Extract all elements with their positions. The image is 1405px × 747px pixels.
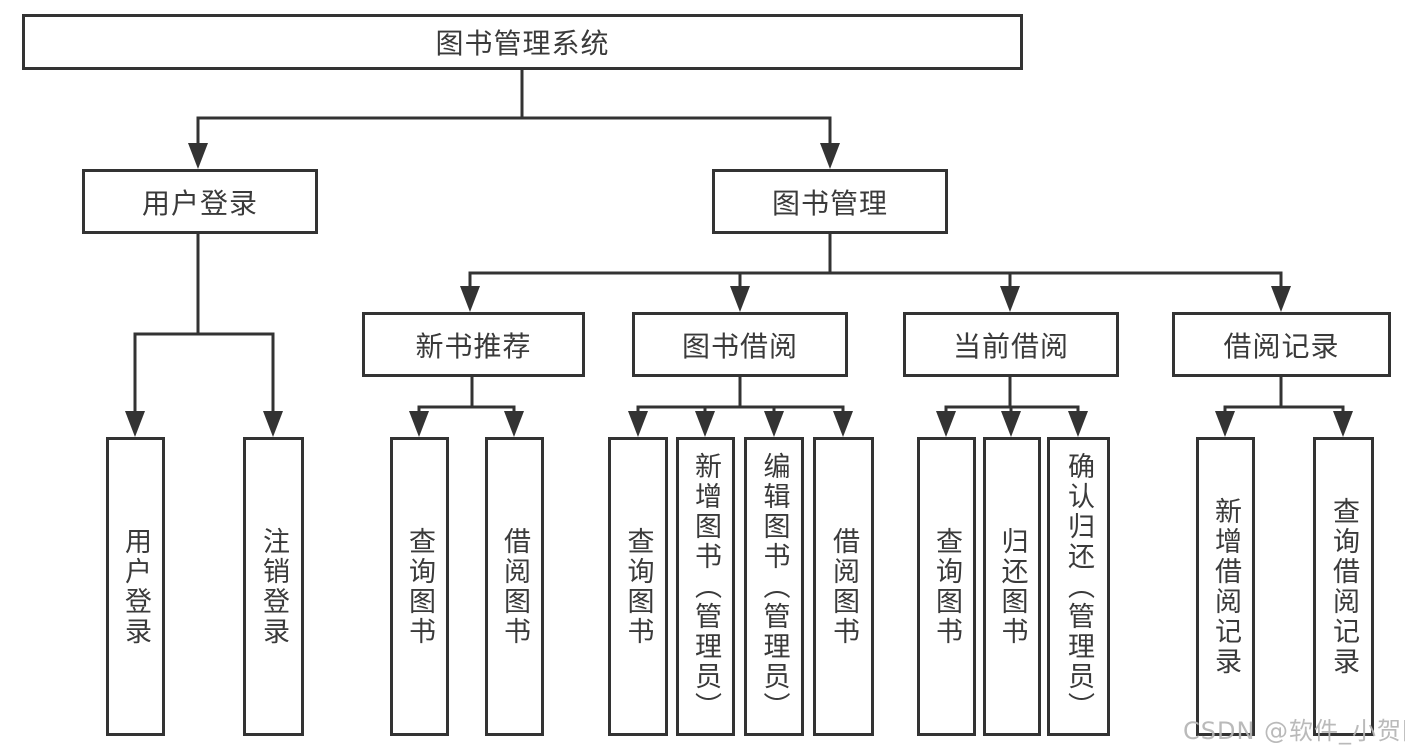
csdn-watermark: CSDN @软件_小贺同学: [1183, 717, 1405, 745]
node-leaf-br-query-record: 查询借阅记录: [1313, 437, 1374, 736]
node-user-login-label: 用户登录: [141, 186, 258, 220]
node-leaf-bb-edit-book-label: 编辑图书（管理员）: [758, 451, 790, 722]
node-leaf-cb-query-book-label: 查询图书: [931, 526, 962, 647]
arrowheads: [125, 143, 1353, 437]
node-leaf-bb-add-book: 新增图书（管理员）: [676, 437, 735, 736]
node-leaf-cb-return-book: 归还图书: [983, 437, 1041, 736]
node-leaf-cb-confirm-return: 确认归还（管理员）: [1047, 437, 1110, 736]
node-leaf-bb-borrow-book-label: 借阅图书: [828, 526, 859, 647]
node-leaf-cb-query-book: 查询图书: [917, 437, 976, 736]
node-new-book-recommend-label: 新书推荐: [415, 329, 532, 363]
node-leaf-cb-confirm-return-label: 确认归还（管理员）: [1063, 451, 1094, 722]
node-current-borrow-label: 当前借阅: [952, 329, 1069, 363]
node-leaf-nbr-borrow-book: 借阅图书: [485, 437, 544, 736]
node-leaf-cb-return-book-label: 归还图书: [996, 526, 1028, 647]
node-book-management: 图书管理: [712, 169, 948, 234]
node-leaf-user-login: 用户登录: [106, 437, 165, 736]
node-new-book-recommend: 新书推荐: [362, 312, 585, 377]
node-leaf-br-add-record-label: 新增借阅记录: [1210, 496, 1241, 677]
node-user-login: 用户登录: [82, 169, 318, 234]
node-book-borrow: 图书借阅: [632, 312, 848, 377]
node-leaf-nbr-borrow-book-label: 借阅图书: [499, 526, 530, 647]
node-root-label: 图书管理系统: [435, 27, 610, 60]
node-book-borrow-label: 图书借阅: [681, 329, 798, 363]
node-leaf-user-login-label: 用户登录: [120, 526, 151, 647]
node-root: 图书管理系统: [22, 14, 1023, 70]
node-leaf-bb-borrow-book: 借阅图书: [813, 437, 874, 736]
node-leaf-br-add-record: 新增借阅记录: [1196, 437, 1255, 736]
node-borrow-record: 借阅记录: [1172, 312, 1391, 377]
node-leaf-logout: 注销登录: [243, 437, 304, 736]
node-current-borrow: 当前借阅: [903, 312, 1119, 377]
node-leaf-logout-label: 注销登录: [258, 526, 289, 647]
node-leaf-bb-query-book-label: 查询图书: [622, 526, 654, 647]
node-leaf-bb-edit-book: 编辑图书（管理员）: [744, 437, 804, 736]
node-leaf-br-query-record-label: 查询借阅记录: [1328, 496, 1359, 677]
node-leaf-bb-add-book-label: 新增图书（管理员）: [690, 451, 721, 722]
node-leaf-nbr-query-book-label: 查询图书: [404, 526, 435, 647]
node-book-management-label: 图书管理: [771, 186, 888, 220]
node-leaf-nbr-query-book: 查询图书: [390, 437, 449, 736]
node-borrow-record-label: 借阅记录: [1223, 329, 1340, 363]
node-leaf-bb-query-book: 查询图书: [608, 437, 668, 736]
